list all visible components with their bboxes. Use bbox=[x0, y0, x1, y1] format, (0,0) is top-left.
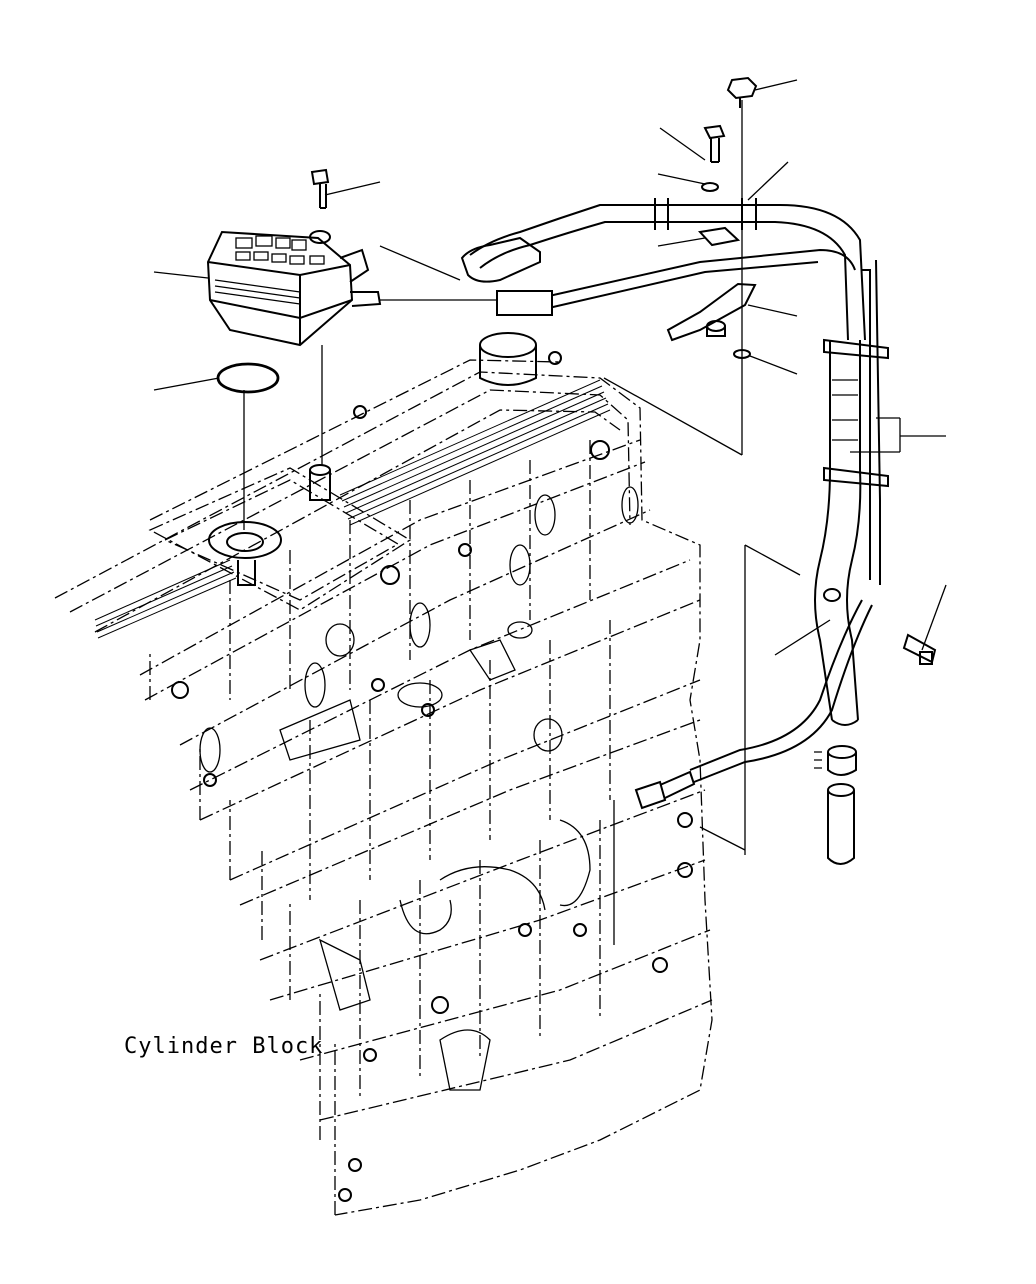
banjo-bolt bbox=[823, 588, 937, 665]
brackets bbox=[666, 226, 757, 342]
hose-assembly bbox=[460, 198, 889, 810]
top-nut bbox=[726, 76, 758, 108]
oil-filler-port bbox=[208, 521, 282, 586]
bracket-bolt bbox=[701, 124, 726, 192]
leader-lines bbox=[153, 79, 947, 945]
module-bolt bbox=[310, 168, 330, 209]
head-fitting bbox=[479, 332, 537, 386]
engine-block bbox=[54, 359, 713, 1216]
breather-boss bbox=[309, 464, 331, 501]
module-unit bbox=[206, 230, 382, 347]
cover-bolts bbox=[171, 351, 693, 1202]
block-details bbox=[199, 486, 639, 1091]
cylinder-block-label: Cylinder Block bbox=[124, 1034, 324, 1059]
o-ring bbox=[216, 362, 280, 394]
spare-hose bbox=[814, 745, 857, 865]
